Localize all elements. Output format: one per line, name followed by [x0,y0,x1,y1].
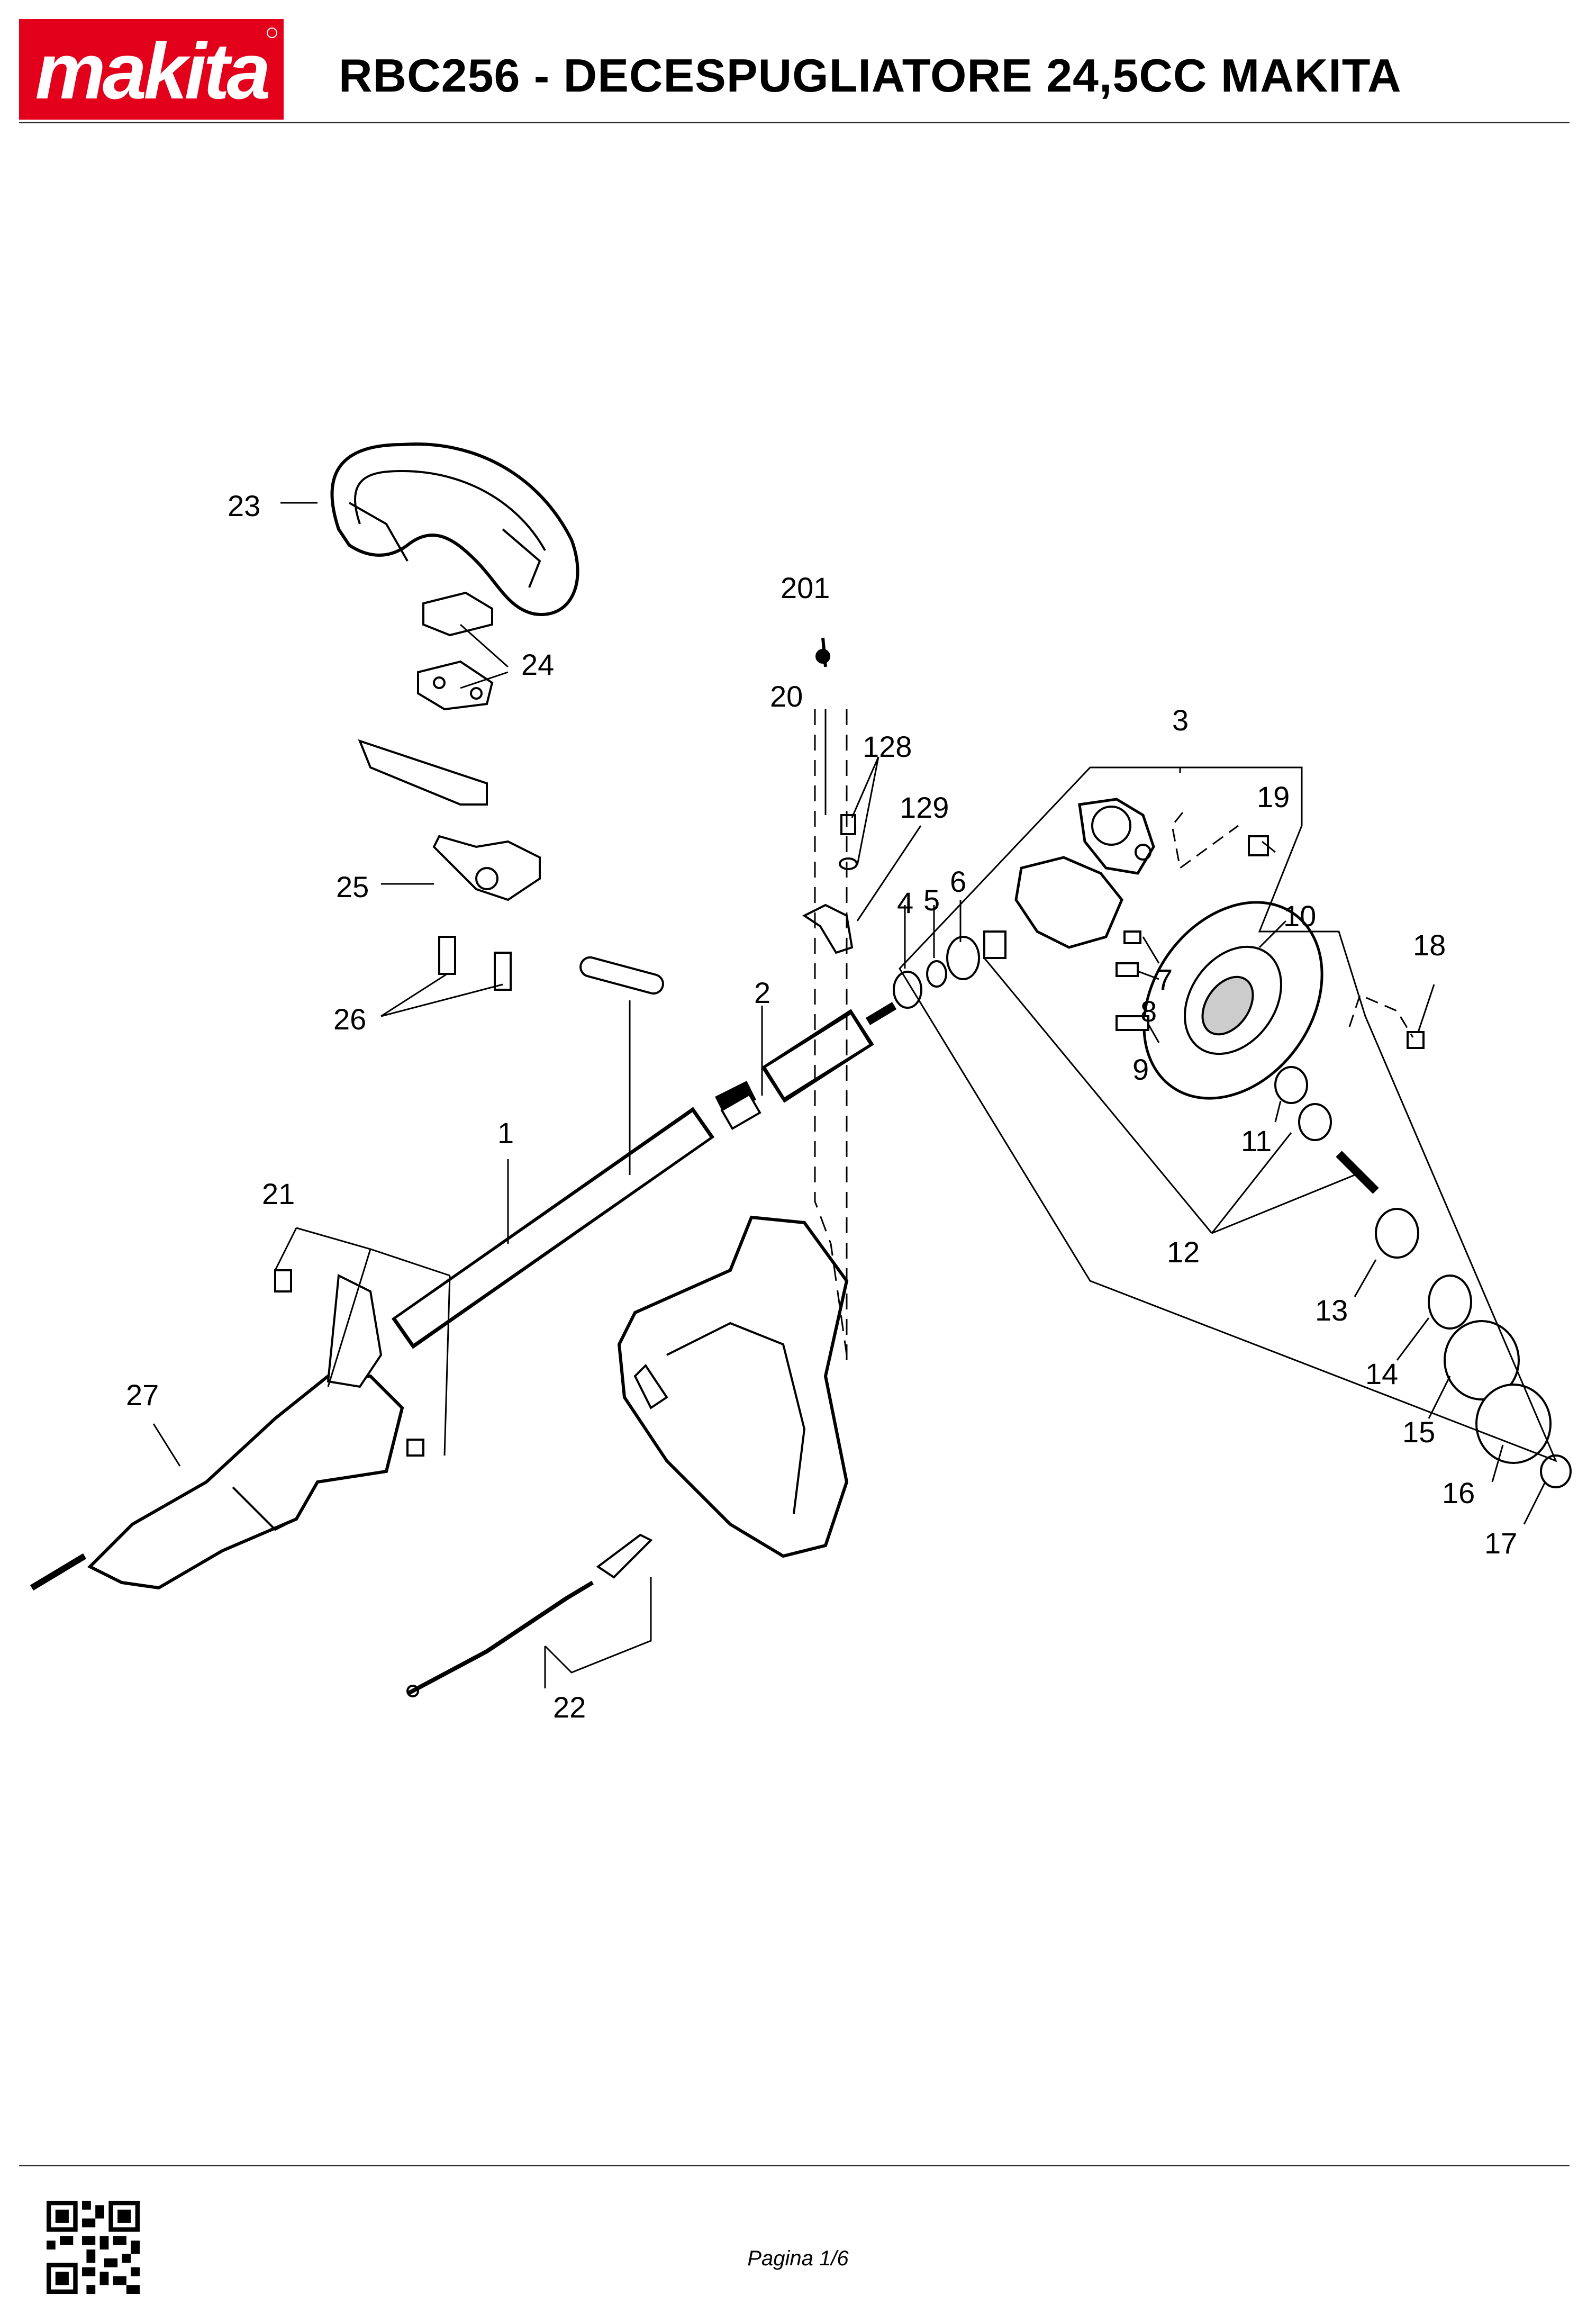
callout-128: 128 [863,730,912,763]
callout-25: 25 [336,870,369,903]
screws [1116,835,1425,1049]
makita-logo: makita [19,19,284,120]
callout-18: 18 [1413,928,1446,962]
shaft-coupling [720,1092,761,1131]
grip-sleeve [579,956,664,995]
callout-11: 11 [1241,1124,1272,1158]
footer-divider [19,2165,1570,2166]
leader-lines [152,502,1557,1688]
callout-9: 9 [1132,1053,1149,1086]
blade-guard [617,1215,849,1558]
callout-14: 14 [1365,1357,1398,1390]
page-title: RBC256 - DECESPUGLIATORE 24,5CC MAKITA [339,49,1402,102]
header-divider [19,122,1570,123]
shaft-clamp-bolts [274,1269,424,1457]
callout-7: 7 [1156,963,1173,996]
callout-3: 3 [1172,703,1189,737]
callout-26: 26 [333,1002,366,1036]
gear-head [1014,798,1155,949]
main-shaft [391,1002,897,1349]
callout-15: 15 [1402,1415,1435,1449]
callout-6: 6 [950,865,966,898]
callout-23: 23 [228,489,260,522]
callout-10: 10 [1283,899,1316,933]
callout-21: 21 [262,1177,295,1210]
page-number: Pagina 1/6 [747,2247,849,2270]
callout-129: 129 [900,791,949,824]
callout-4: 4 [897,886,913,919]
callout-22: 22 [553,1691,586,1724]
callout-12: 12 [1167,1235,1200,1269]
bearings-rings [893,930,1006,1009]
callout-2: 2 [754,976,770,1009]
callout-1: 1 [497,1116,514,1150]
callout-27: 27 [126,1378,159,1412]
callout-8: 8 [1140,995,1157,1028]
protective-disc [1142,901,1323,1100]
handle-clamp [417,591,494,711]
callout-16: 16 [1442,1476,1475,1510]
svg-text:makita: makita [35,26,269,115]
loop-handle [330,442,579,616]
callout-19: 19 [1257,780,1290,813]
callout-labels: 23 24 25 26 1 21 27 22 201 20 128 129 2 … [126,489,1517,1724]
qr-code-icon[interactable] [47,2201,140,2294]
rear-handle [30,1273,404,1591]
callout-24: 24 [521,648,554,681]
barrier-bracket [358,739,541,901]
callout-5: 5 [923,883,940,917]
callout-13: 13 [1315,1294,1348,1327]
throttle-cable [406,1533,653,1697]
callout-20: 20 [770,680,803,713]
small-fasteners [802,637,858,954]
callout-201: 201 [781,571,830,604]
callout-17: 17 [1484,1526,1517,1560]
bolts [438,936,512,991]
